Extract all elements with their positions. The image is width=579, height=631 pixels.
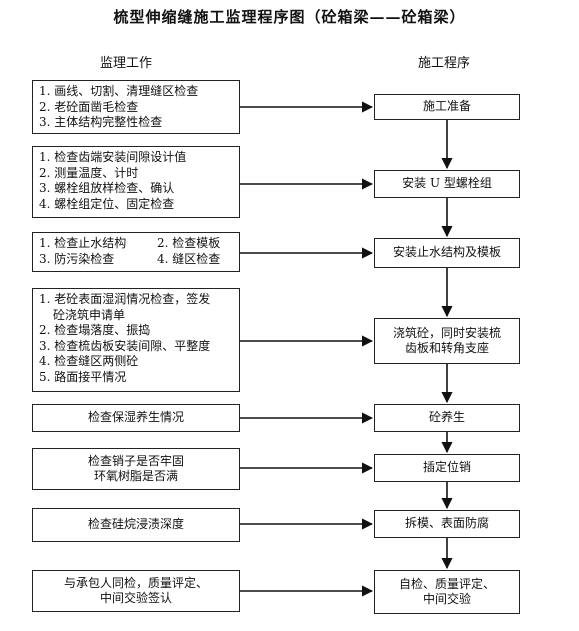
procedure-step: 齿板和转角支座 — [404, 341, 489, 355]
supervision-item: 中间交验签认 — [99, 591, 172, 605]
procedure-step: 插定位销 — [422, 460, 471, 475]
procedure-step: 自检、质量评定、 — [398, 576, 495, 591]
supervision-box-6: 检查销子是否牢固 环氧树脂是否满 — [32, 448, 240, 490]
supervision-box-1: 1. 画线、切割、清理缝区检查 2. 老砼面凿毛检查 3. 主体结构完整性检查 — [32, 80, 240, 134]
procedure-box-7: 拆模、表面防腐 — [374, 510, 520, 538]
procedure-box-6: 插定位销 — [374, 454, 520, 482]
procedure-box-4: 浇筑砼，同时安装梳 齿板和转角支座 — [374, 318, 520, 364]
supervision-item: 5. 路面接平情况 — [39, 369, 127, 384]
procedure-box-2: 安装 U 型螺栓组 — [374, 170, 520, 198]
right-column-header: 施工程序 — [418, 56, 471, 71]
supervision-item: 3. 检查梳齿板安装间隙、平整度 — [39, 338, 211, 353]
supervision-item: 1. 老砼表面湿润情况检查，签发 — [39, 292, 211, 306]
supervision-item: 检查保湿养生情况 — [87, 410, 184, 425]
supervision-item: 与承包人同检，质量评定、 — [63, 575, 208, 590]
supervision-item: 2. 测量温度、计时 — [39, 165, 139, 180]
supervision-row: 3. 防污染检查 4. 缝区检查 — [39, 252, 233, 268]
supervision-item: 2. 检查模板 — [157, 236, 221, 250]
supervision-item: 3. 防污染检查 — [39, 251, 115, 266]
supervision-item: 环氧树脂是否满 — [93, 469, 178, 483]
supervision-item: 4. 检查缝区两侧砼 — [39, 354, 139, 368]
procedure-box-8: 自检、质量评定、 中间交验 — [374, 570, 520, 614]
supervision-item: 检查销子是否牢固 — [87, 453, 184, 468]
supervision-item: 4. 螺栓组定位、固定检查 — [39, 196, 175, 211]
supervision-box-2: 1. 检查齿端安装间隙设计值 2. 测量温度、计时 3. 螺栓组放样检查、确认 … — [32, 146, 240, 218]
procedure-step: 中间交验 — [422, 592, 471, 606]
supervision-item: 3. 螺栓组放样检查、确认 — [39, 181, 175, 195]
supervision-item: 砼浇筑申请单 — [53, 307, 126, 322]
supervision-box-8: 与承包人同检，质量评定、 中间交验签认 — [32, 570, 240, 612]
supervision-item: 1. 检查止水结构 — [39, 236, 127, 250]
supervision-item: 2. 检查塌落度、振捣 — [39, 323, 151, 337]
supervision-item: 4. 缝区检查 — [157, 251, 221, 266]
procedure-step: 安装 U 型螺栓组 — [402, 176, 492, 191]
supervision-item: 2. 老砼面凿毛检查 — [39, 99, 139, 114]
supervision-item: 1. 检查齿端安装间隙设计值 — [39, 150, 187, 164]
procedure-step: 浇筑砼，同时安装梳 — [392, 325, 501, 340]
procedure-box-1: 施工准备 — [374, 94, 520, 120]
procedure-box-5: 砼养生 — [374, 404, 520, 432]
supervision-item: 检查硅烷浸渍深度 — [87, 517, 184, 532]
procedure-box-3: 安装止水结构及模板 — [374, 238, 520, 268]
procedure-step: 施工准备 — [422, 99, 471, 114]
procedure-step: 安装止水结构及模板 — [392, 245, 501, 260]
diagram-title: 梳型伸缩缝施工监理程序图（砼箱梁——砼箱梁） — [113, 8, 466, 26]
supervision-box-4: 1. 老砼表面湿润情况检查，签发 砼浇筑申请单 2. 检查塌落度、振捣 3. 检… — [32, 288, 240, 392]
supervision-box-3: 1. 检查止水结构 2. 检查模板 3. 防污染检查 4. 缝区检查 — [32, 232, 240, 272]
procedure-step: 砼养生 — [428, 410, 465, 425]
supervision-box-5: 检查保湿养生情况 — [32, 404, 240, 432]
supervision-box-7: 检查硅烷浸渍深度 — [32, 508, 240, 542]
procedure-step: 拆模、表面防腐 — [404, 516, 489, 531]
left-column-header: 监理工作 — [100, 56, 153, 71]
supervision-item: 1. 画线、切割、清理缝区检查 — [39, 84, 199, 98]
supervision-item: 3. 主体结构完整性检查 — [39, 115, 163, 129]
supervision-row: 1. 检查止水结构 2. 检查模板 — [39, 236, 233, 252]
